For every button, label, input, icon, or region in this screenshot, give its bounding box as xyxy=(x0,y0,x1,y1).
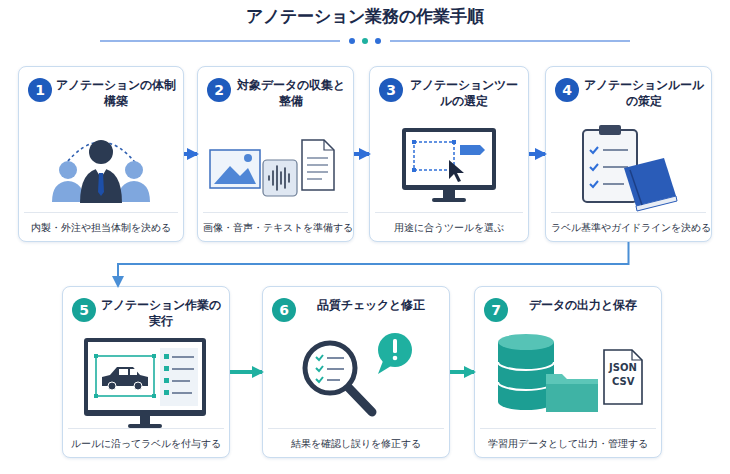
step-title: 対象データの収集と整備 xyxy=(234,77,347,109)
process-card: 6品質チェックと修正結果を確認し誤りを修正する xyxy=(262,286,450,458)
process-card: 5アノテーション作業の実行ルールに沿ってラベルを付与する xyxy=(62,286,230,458)
file-format-label: CSV xyxy=(612,376,634,387)
step-description: 内製・外注や担当体制を決める xyxy=(24,212,178,234)
file-format-label: JSON xyxy=(609,362,637,373)
title-dot xyxy=(375,38,381,44)
step-description: 画像・音声・テキストを準備する xyxy=(203,212,348,234)
step-title: アノテーションツールの選定 xyxy=(406,77,522,109)
process-card: 2対象データの収集と整備画像・音声・テキストを準備する xyxy=(197,66,354,242)
step-number: 5 xyxy=(72,298,96,322)
step-title: アノテーションルールの策定 xyxy=(582,77,705,109)
step-description: ルールに沿ってラベルを付与する xyxy=(68,428,224,450)
step-number: 7 xyxy=(484,298,508,322)
step-title: 品質チェックと修正 xyxy=(299,297,443,313)
step-description: ラベル基準やガイドラインを決める xyxy=(551,212,706,234)
step-title: データの出力と保存 xyxy=(511,297,655,313)
process-card: 4アノテーションルールの策定ラベル基準やガイドラインを決める xyxy=(545,66,712,242)
flow-arrow xyxy=(118,242,629,286)
flow-arrow xyxy=(354,152,369,156)
step-number: 2 xyxy=(207,78,231,102)
title-rule xyxy=(390,40,630,41)
flow-arrow xyxy=(450,370,474,374)
step-number: 4 xyxy=(555,78,579,102)
title-rule xyxy=(100,40,340,41)
process-card: 3アノテーションツールの選定用途に合うツールを選ぶ xyxy=(369,66,529,242)
process-card: 1アノテーションの体制構築内製・外注や担当体制を決める xyxy=(18,66,184,242)
flow-arrow xyxy=(529,152,545,156)
step-title: アノテーション作業の実行 xyxy=(99,297,223,329)
flow-arrow xyxy=(230,370,262,374)
step-title: アノテーションの体制構築 xyxy=(55,77,177,109)
flow-arrow xyxy=(184,152,197,156)
step-number: 3 xyxy=(379,78,403,102)
step-description: 結果を確認し誤りを修正する xyxy=(268,428,444,450)
step-description: 学習用データとして出力・管理する xyxy=(480,428,656,450)
step-number: 6 xyxy=(272,298,296,322)
step-description: 用途に合うツールを選ぶ xyxy=(375,212,523,234)
title-dot xyxy=(362,38,368,44)
title-dot xyxy=(349,38,355,44)
diagram-title: アノテーション業務の作業手順 xyxy=(0,5,730,28)
step-number: 1 xyxy=(28,78,52,102)
